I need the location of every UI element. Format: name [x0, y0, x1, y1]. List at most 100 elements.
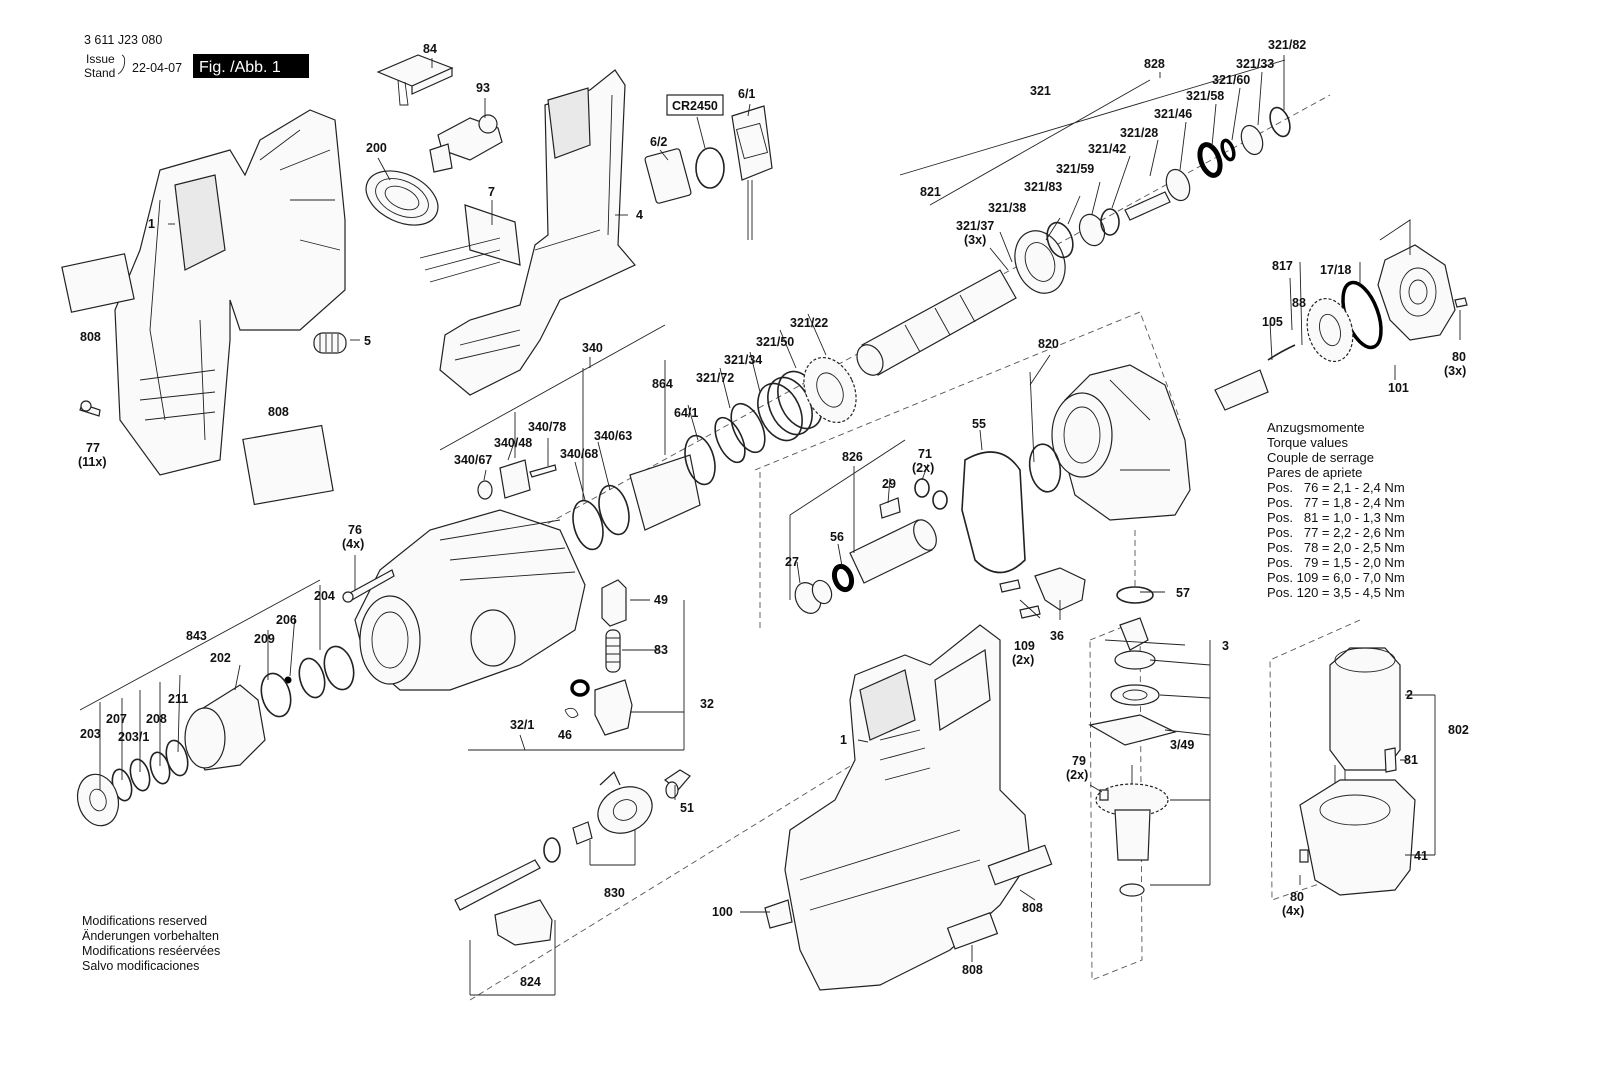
issue-brace [117, 54, 126, 75]
clip-340-48 [499, 459, 531, 499]
label-808c: 808 [1022, 901, 1043, 915]
spring-5 [313, 332, 347, 354]
axis-guide-gear [754, 311, 1181, 471]
label-321-46: 321/46 [1154, 107, 1192, 121]
label-830: 830 [604, 886, 625, 900]
label-80b-qty: (4x) [1282, 904, 1304, 918]
label-79-qty: (2x) [1066, 768, 1088, 782]
torque-row: Pos. 120 = 3,5 - 4,5 Nm [1267, 585, 1405, 600]
label-817: 817 [1272, 259, 1293, 273]
axis-guide-lower [469, 759, 861, 1001]
label-32-1: 32/1 [510, 718, 534, 732]
label-321-37-qty: (3x) [964, 233, 986, 247]
gear-321-38 [1014, 230, 1066, 294]
torque-row: Pos. 81 = 1,0 - 1,3 Nm [1267, 510, 1405, 525]
lock-sleeve-32 [594, 679, 633, 736]
ball-340-67 [477, 480, 493, 500]
label-321-83: 321/83 [1024, 180, 1062, 194]
modifications-es: Salvo modificaciones [82, 959, 199, 973]
label-51: 51 [680, 801, 694, 815]
pin-340-78 [529, 464, 557, 478]
gasket-55 [961, 451, 1026, 574]
label-49: 49 [654, 593, 668, 607]
clutch-830 [597, 770, 653, 834]
torque-title-en: Torque values [1267, 435, 1348, 450]
label-5: 5 [364, 334, 371, 348]
label-71: 71 [918, 447, 932, 461]
label-29: 29 [882, 477, 896, 491]
torque-title-es: Pares de apriete [1267, 465, 1362, 480]
label-802: 802 [1448, 723, 1469, 737]
label-202: 202 [210, 651, 231, 665]
chuck-202 [184, 684, 266, 771]
switch-board-7 [419, 204, 521, 283]
label-208: 208 [146, 712, 167, 726]
label-83: 83 [654, 643, 668, 657]
torque-row: Pos. 78 = 2,0 - 2,5 Nm [1267, 540, 1405, 555]
figure-label: Fig. /Abb. 1 [199, 59, 281, 76]
label-plate-808a [61, 253, 135, 313]
modifications-en: Modifications reserved [82, 914, 207, 928]
label-321-50: 321/50 [756, 335, 794, 349]
torque-row: Pos. 109 = 6,0 - 7,0 Nm [1267, 570, 1405, 585]
motor-housing-41 [1299, 779, 1416, 896]
label-plate-808b [242, 424, 334, 506]
armature-3 [1088, 617, 1177, 897]
label-340: 340 [582, 341, 603, 355]
label-203: 203 [80, 727, 101, 741]
ring-321-34 [730, 402, 766, 454]
front-housing [354, 509, 586, 691]
label-209: 209 [254, 632, 275, 646]
trigger-93 [429, 114, 503, 173]
label-321-82: 321/82 [1268, 38, 1306, 52]
label-340-78: 340/78 [528, 420, 566, 434]
label-826: 826 [842, 450, 863, 464]
part-100 [764, 899, 793, 929]
issue-label: Issue [86, 52, 115, 66]
label-3: 3 [1222, 639, 1229, 653]
label-46: 46 [558, 728, 572, 742]
label-80a: 80 [1452, 350, 1466, 364]
screw-80b [1299, 849, 1309, 863]
label-36: 36 [1050, 629, 1064, 643]
screw-77 [79, 400, 101, 417]
label-32: 32 [700, 697, 714, 711]
gear-321-22 [803, 356, 857, 424]
screw-80 [1454, 297, 1468, 308]
battery-box [666, 94, 724, 116]
ring-203-1 [129, 758, 151, 792]
label-6-1: 6/1 [738, 87, 755, 101]
label-203-1: 203/1 [118, 730, 149, 744]
label-88: 88 [1292, 296, 1306, 310]
label-101: 101 [1388, 381, 1409, 395]
label-864: 864 [652, 377, 673, 391]
label-80a-qty: (3x) [1444, 364, 1466, 378]
spring-83 [605, 629, 621, 673]
coin-cell-cr2450 [695, 147, 725, 189]
label-27: 27 [785, 555, 799, 569]
torque-row: Pos. 77 = 1,8 - 2,4 Nm [1267, 495, 1405, 510]
label-1b: 1 [840, 733, 847, 747]
label-77-qty: (11x) [78, 455, 107, 469]
oring-32-1 [570, 679, 590, 697]
label-plate-808d [946, 912, 999, 950]
ring-321-42 [1100, 208, 1120, 236]
torque-row: Pos. 79 = 1,5 - 2,0 Nm [1267, 555, 1405, 570]
issue-date: 22-04-07 [132, 61, 182, 75]
label-81: 81 [1404, 753, 1418, 767]
oring-321-58 [1197, 142, 1223, 178]
shaft-105 [1214, 369, 1269, 411]
label-828: 828 [1144, 57, 1165, 71]
modifications-de: Änderungen vorbehalten [82, 929, 219, 943]
label-824: 824 [520, 975, 541, 989]
label-321: 321 [1030, 84, 1051, 98]
label-109-qty: (2x) [1012, 653, 1034, 667]
label-321-72: 321/72 [696, 371, 734, 385]
housing-half-right [784, 624, 1031, 991]
label-7: 7 [488, 185, 495, 199]
torque-values-table: Anzugsmomente Torque values Couple de se… [1267, 420, 1405, 600]
gear-housing-820 [1051, 364, 1191, 521]
battery-type-label: CR2450 [672, 99, 718, 113]
modifications-note: Modifications reserved Änderungen vorbeh… [82, 914, 220, 973]
